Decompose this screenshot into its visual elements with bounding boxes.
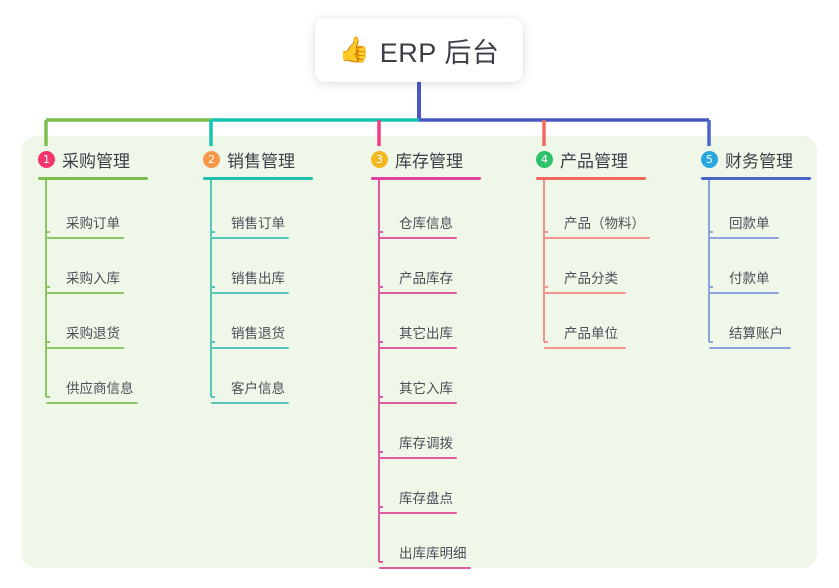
leaf-item-label: 产品（物料） <box>564 216 645 231</box>
leaf-item[interactable]: 销售出库 <box>211 267 289 294</box>
column-1: 1 采购管理采购订单采购入库采购退货供应商信息 <box>38 146 148 404</box>
leaf-item[interactable]: 回款单 <box>709 212 779 239</box>
leaf-item[interactable]: 产品（物料） <box>544 212 650 239</box>
leaf-item-underline <box>379 457 457 459</box>
leaf-item-underline <box>46 237 124 239</box>
leaf-item[interactable]: 供应商信息 <box>46 377 138 404</box>
leaf-item-underline <box>46 347 124 349</box>
column-badge-5: 5 <box>701 150 718 168</box>
column-title-5: 财务管理 <box>725 151 793 171</box>
leaf-item-underline <box>46 292 124 294</box>
leaf-item[interactable]: 仓库信息 <box>379 212 457 239</box>
leaf-item-underline <box>709 347 791 349</box>
column-badge-4: 4 <box>536 150 553 168</box>
leaf-item-underline <box>211 292 289 294</box>
leaf-item-label: 结算账户 <box>729 326 783 341</box>
leaf-item[interactable]: 库存调拨 <box>379 432 457 459</box>
thumbs-up-icon: 👍 <box>338 35 370 64</box>
column-badge-3: 3 <box>371 150 388 168</box>
column-underline-1 <box>38 177 148 180</box>
leaf-item[interactable]: 其它入库 <box>379 377 457 404</box>
column-title-1: 采购管理 <box>62 151 130 171</box>
leaf-item-label: 产品库存 <box>399 271 453 286</box>
leaf-item-underline <box>709 292 779 294</box>
column-title-4: 产品管理 <box>560 151 628 171</box>
leaf-item-underline <box>379 347 457 349</box>
leaf-item[interactable]: 产品库存 <box>379 267 457 294</box>
leaf-item[interactable]: 结算账户 <box>709 322 791 349</box>
leaf-item-label: 销售订单 <box>231 216 285 231</box>
leaf-item-underline <box>379 237 457 239</box>
leaf-item-underline <box>544 292 626 294</box>
leaf-item-underline <box>709 237 779 239</box>
column-badge-2: 2 <box>203 150 220 168</box>
leaf-item[interactable]: 采购入库 <box>46 267 124 294</box>
leaf-item-label: 销售退货 <box>231 326 285 341</box>
leaf-item-label: 客户信息 <box>231 381 285 396</box>
root-title: ERP 后台 <box>379 37 500 68</box>
column-5: 5 财务管理回款单付款单结算账户 <box>701 146 811 349</box>
leaf-item-label: 付款单 <box>729 271 770 286</box>
leaf-item-underline <box>211 237 289 239</box>
leaf-item[interactable]: 采购退货 <box>46 322 124 349</box>
leaf-item-underline <box>379 512 457 514</box>
column-underline-4 <box>536 177 646 180</box>
leaf-item[interactable]: 客户信息 <box>211 377 289 404</box>
column-header-1[interactable]: 1 采购管理 <box>38 146 148 172</box>
leaf-item[interactable]: 销售订单 <box>211 212 289 239</box>
column-header-4[interactable]: 4 产品管理 <box>536 146 646 172</box>
leaf-item-underline <box>544 237 650 239</box>
leaf-item-label: 采购退货 <box>66 326 120 341</box>
leaf-item-underline <box>379 402 457 404</box>
leaf-item-label: 供应商信息 <box>66 381 134 396</box>
leaf-item-underline <box>379 292 457 294</box>
leaf-item[interactable]: 库存盘点 <box>379 487 457 514</box>
column-title-2: 销售管理 <box>227 151 295 171</box>
column-underline-2 <box>203 177 313 180</box>
leaf-item-label: 仓库信息 <box>399 216 453 231</box>
leaf-item-label: 产品单位 <box>564 326 618 341</box>
branches-panel <box>22 136 817 568</box>
leaf-item-label: 产品分类 <box>564 271 618 286</box>
leaf-item[interactable]: 出库库明细 <box>379 542 471 569</box>
leaf-item-label: 库存调拨 <box>399 436 453 451</box>
column-underline-5 <box>701 177 811 180</box>
leaf-item-underline <box>46 402 138 404</box>
column-3: 3 库存管理仓库信息产品库存其它出库其它入库库存调拨库存盘点出库库明细 <box>371 146 481 569</box>
leaf-item[interactable]: 付款单 <box>709 267 779 294</box>
leaf-item[interactable]: 采购订单 <box>46 212 124 239</box>
leaf-item[interactable]: 产品分类 <box>544 267 626 294</box>
column-4: 4 产品管理产品（物料） 产品分类产品单位 <box>536 146 650 349</box>
column-underline-3 <box>371 177 481 180</box>
leaf-item-underline <box>211 402 289 404</box>
column-header-2[interactable]: 2 销售管理 <box>203 146 313 172</box>
leaf-item-label: 其它出库 <box>399 326 453 341</box>
root-node[interactable]: 👍 ERP 后台 <box>315 18 523 82</box>
leaf-item-label: 出库库明细 <box>399 546 467 561</box>
leaf-item-underline <box>544 347 626 349</box>
leaf-item-label: 其它入库 <box>399 381 453 396</box>
leaf-item-underline <box>379 567 471 569</box>
leaf-item-label: 采购订单 <box>66 216 120 231</box>
leaf-item-label: 库存盘点 <box>399 491 453 506</box>
column-badge-1: 1 <box>38 150 55 168</box>
leaf-item-underline <box>211 347 289 349</box>
leaf-item-label: 回款单 <box>729 216 770 231</box>
leaf-item-label: 销售出库 <box>231 271 285 286</box>
leaf-item-label: 采购入库 <box>66 271 120 286</box>
column-header-3[interactable]: 3 库存管理 <box>371 146 481 172</box>
column-title-3: 库存管理 <box>395 151 463 171</box>
column-header-5[interactable]: 5 财务管理 <box>701 146 811 172</box>
leaf-item[interactable]: 其它出库 <box>379 322 457 349</box>
column-2: 2 销售管理销售订单销售出库销售退货客户信息 <box>203 146 313 404</box>
leaf-item[interactable]: 产品单位 <box>544 322 626 349</box>
leaf-item[interactable]: 销售退货 <box>211 322 289 349</box>
